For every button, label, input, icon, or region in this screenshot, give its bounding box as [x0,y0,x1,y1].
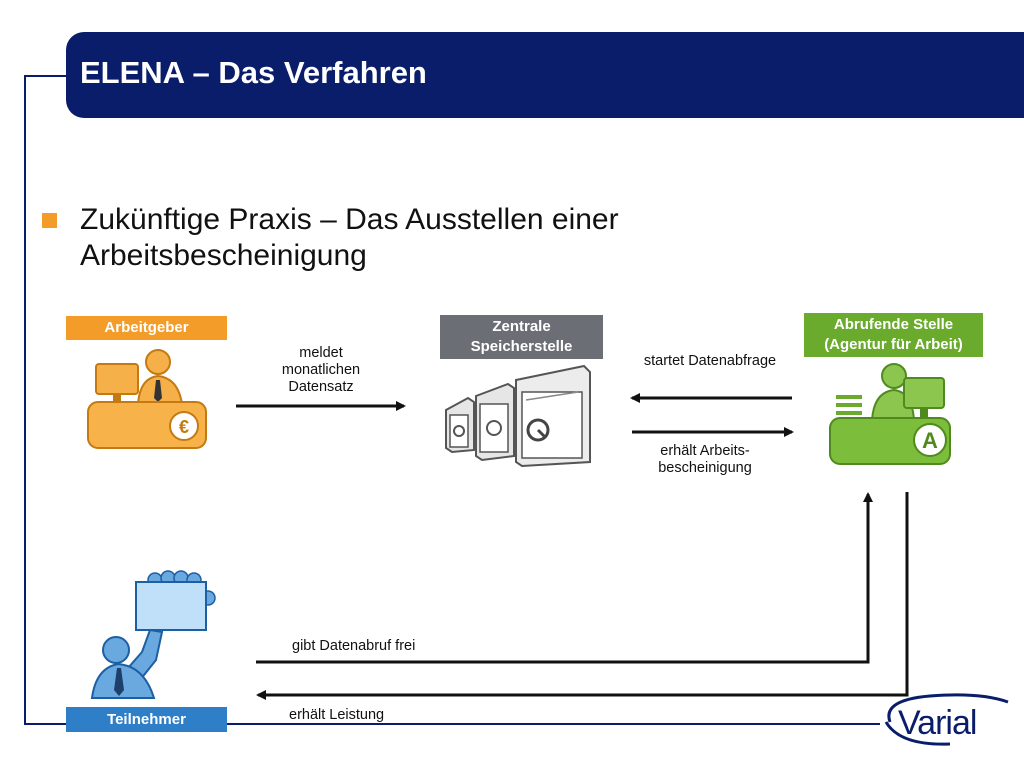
euro-icon: € [179,417,189,437]
bullet-text: Zukünftige Praxis – Das Ausstellen einer… [80,203,619,272]
storage-label: Zentrale Speicherstelle [440,315,603,359]
slide-title: ELENA – Das Verfahren [80,55,427,90]
flow-benefit-label: erhält Leistung [289,707,385,723]
bullet-marker [42,213,57,228]
title-bar [66,32,1024,118]
arrow-benefit [256,492,909,700]
arrow-release [256,492,873,664]
participant-label: Teilnehmer [66,707,227,732]
requesting-office-label: Abrufende Stelle (Agentur für Arbeit) [804,313,983,357]
server-storage-icon [445,364,591,468]
flow-receive-certificate-label: erhält Arbeits- bescheinigung [658,443,752,476]
agency-logo-icon: A [922,428,938,453]
varial-logo: Varial [898,704,977,742]
participant-icon [90,570,216,699]
flow-start-query-label: startet Datenabfrage [643,353,777,369]
frame-line-bottom [24,723,880,725]
employer-icon: € [87,349,207,449]
employer-label: Arbeitgeber [66,316,227,340]
frame-line-top [24,75,68,77]
flow-report-label: meldet monatlichen Datensatz [281,345,361,395]
flow-release-label: gibt Datenabruf frei [292,638,416,654]
varial-logo-swoosh [884,693,1009,746]
agency-desk-icon: A [829,363,951,465]
frame-line-left [24,75,26,725]
